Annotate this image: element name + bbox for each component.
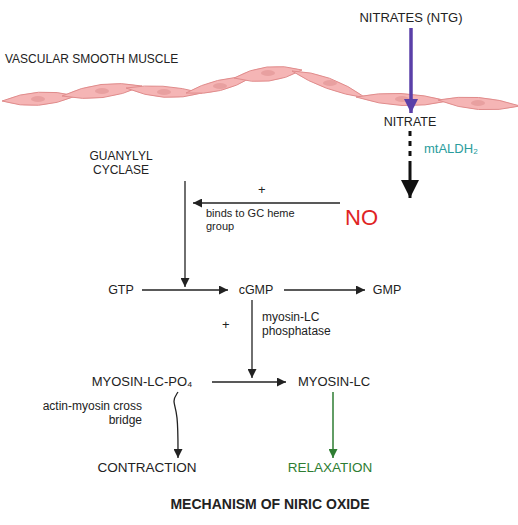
pathway-term: MYOSIN-LC-PO₄ [72,372,212,392]
cell-nucleus [471,100,485,106]
term-text: CONTRACTION [98,460,197,476]
pathway-term: NITRATES (NTG) [350,8,472,28]
muscle-cell [234,66,302,81]
pathway-term: RELAXATION [268,458,392,478]
term-text: MYOSIN-LC-PO₄ [92,375,193,390]
cell-nuclei [31,70,485,106]
pathway-arrow [332,392,334,458]
term-text: cGMP [239,283,274,297]
pathway-arrow [193,202,340,203]
cell-nucleus [395,96,409,102]
pathway-arrow [174,392,178,458]
muscle-cell [438,97,518,110]
term-text: NO [345,205,378,230]
smooth-muscle-cells [2,66,518,109]
term-text: NITRATE [384,115,437,129]
pathway-term: GUANYLYL CYCLASE [78,150,193,208]
pathway-term: GMP [365,281,409,299]
stimulation-sign: + [258,183,274,198]
pathway-arrow [212,381,286,382]
pathway-term: CONTRACTION [76,458,218,478]
tissue-label: VASCULAR SMOOTH MUSCLE [5,53,245,67]
muscle-cell [2,92,76,105]
pathway-term: MYOSIN-LC [286,372,382,392]
cell-nucleus [95,88,109,94]
pathway-arrow [409,28,413,113]
muscle-cell [356,93,448,105]
cell-nucleus [261,70,275,76]
enzyme-arrow [251,300,252,378]
muscle-cell [62,84,142,99]
pathway-term: GTP [100,281,142,299]
pathway-arrow [409,131,412,198]
edge-label: binds to GC heme group [206,207,306,232]
enzyme-label: myosin-LC phosphatase [262,311,346,339]
pathway-term: cGMP [228,281,284,299]
cell-nucleus [31,96,45,102]
connector-layer [142,28,411,458]
term-text: RELAXATION [288,460,373,476]
term-text: GTP [108,283,134,297]
muscle-cell [292,71,366,98]
edge-label: mtALDH₂ [424,142,504,157]
pathway-term: NITRATE [368,113,452,131]
pathway-term: NO [340,198,420,230]
pathway-arrow [284,289,365,290]
enzyme-arrow [184,181,185,287]
term-text: GUANYLYL CYCLASE [78,150,164,178]
pathway-arrow [142,289,228,290]
edge-label: actin-myosin cross bridge [28,400,142,428]
figure-caption: MECHANISM OF NIRIC OXIDE [20,496,518,512]
stimulation-sign: + [222,318,238,333]
cell-nucleus [323,80,337,86]
cell-nucleus [157,89,171,95]
term-text: GMP [373,283,401,297]
term-text: NITRATES (NTG) [359,11,462,26]
cell-nucleus [213,83,227,89]
term-text: MYOSIN-LC [298,375,370,390]
